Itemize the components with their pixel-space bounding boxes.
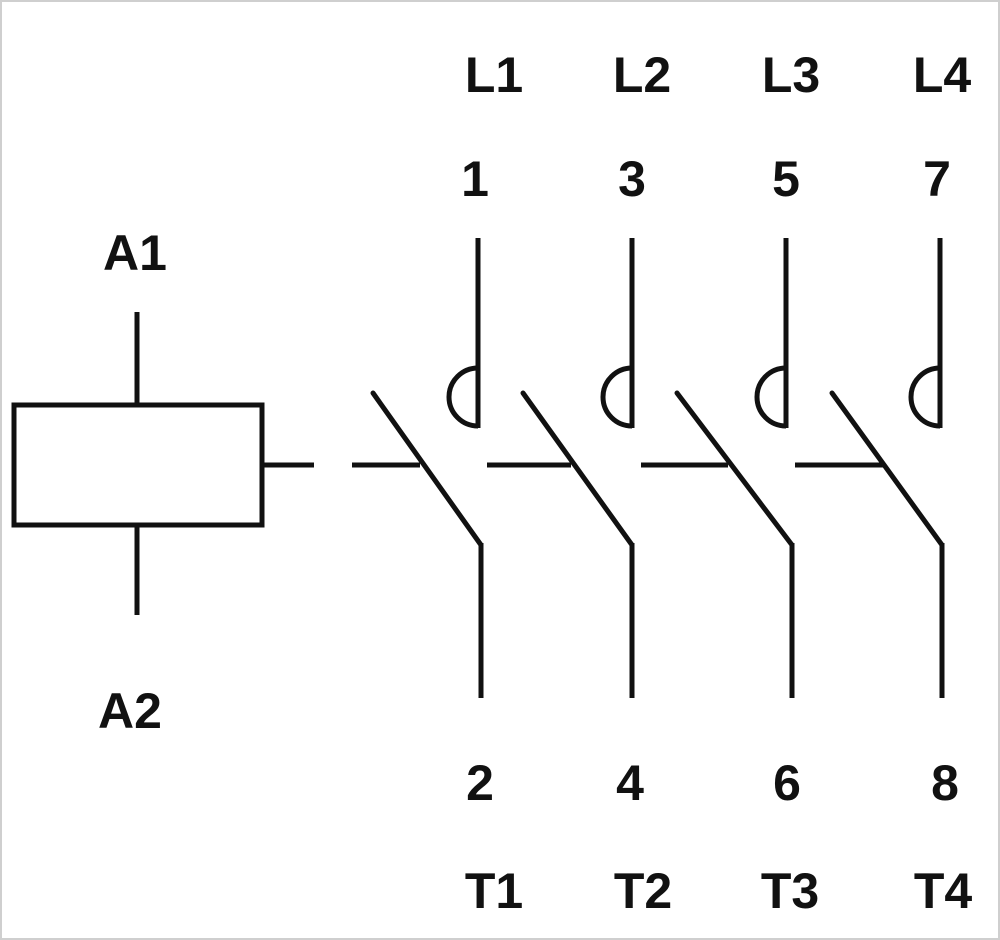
top-terminal-number: 7 <box>923 151 951 207</box>
load-label: T3 <box>761 863 819 919</box>
fixed-contact-hook <box>446 365 479 429</box>
coil: A1 A2 <box>11 225 265 739</box>
line-label: L2 <box>613 47 671 103</box>
load-label: T4 <box>914 863 973 919</box>
bottom-terminal-number: 2 <box>466 755 494 811</box>
line-label: L1 <box>465 47 523 103</box>
main-contact-pole-3: L3 5 6 T3 <box>674 47 820 919</box>
main-contact-pole-2: L2 3 4 T2 <box>520 47 672 919</box>
fixed-contact-hook <box>754 365 787 429</box>
bottom-terminal-number: 8 <box>931 755 959 811</box>
fixed-contact-hook <box>600 365 633 429</box>
moving-contact-blade <box>829 390 945 548</box>
coil-terminal-a2: A2 <box>98 683 162 739</box>
moving-contact-blade <box>520 390 635 548</box>
fixed-contact-hook <box>908 365 941 429</box>
coil-terminal-a1: A1 <box>103 225 167 281</box>
moving-contact-blade <box>370 390 484 548</box>
line-label: L3 <box>762 47 820 103</box>
main-contact-pole-4: L4 7 8 T4 <box>829 47 973 919</box>
top-terminal-number: 1 <box>461 151 489 207</box>
coil-body <box>11 402 265 528</box>
line-label: L4 <box>913 47 972 103</box>
main-contact-pole-1: L1 1 2 T1 <box>370 47 523 919</box>
top-terminal-number: 3 <box>618 151 646 207</box>
bottom-terminal-number: 6 <box>773 755 801 811</box>
bottom-terminal-number: 4 <box>616 755 644 811</box>
moving-contact-blade <box>674 390 795 548</box>
load-label: T2 <box>614 863 672 919</box>
top-terminal-number: 5 <box>772 151 800 207</box>
load-label: T1 <box>465 863 523 919</box>
